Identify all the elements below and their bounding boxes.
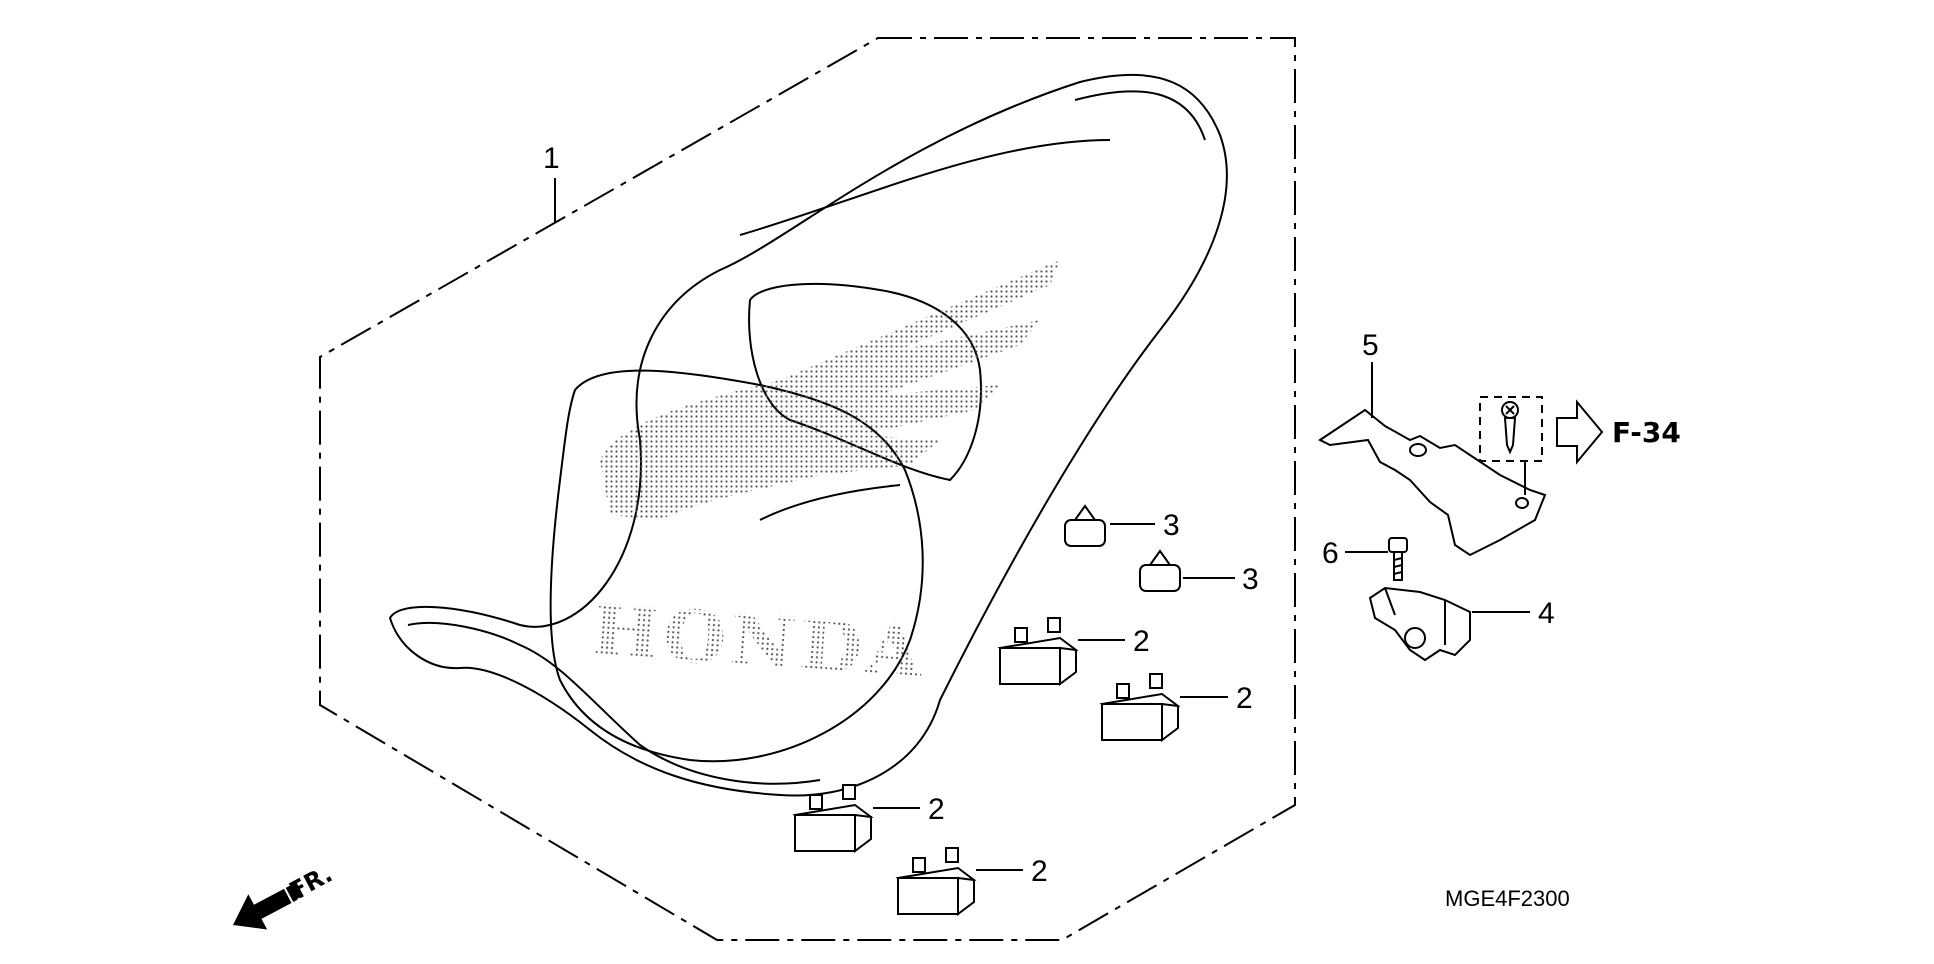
callout-2-d: 2 xyxy=(1031,855,1048,888)
callout-3-lower: 3 xyxy=(1242,563,1259,596)
screw xyxy=(1501,401,1519,455)
callout-5: 5 xyxy=(1362,329,1379,362)
reference-arrow-icon xyxy=(1556,399,1604,465)
seat-lock-4 xyxy=(1368,586,1471,662)
bolt-6 xyxy=(1388,537,1408,581)
callout-3-upper: 3 xyxy=(1163,509,1180,542)
bracket-5 xyxy=(1318,408,1547,557)
callout-4: 4 xyxy=(1538,597,1555,630)
screw-reference-box xyxy=(1479,396,1543,462)
section-reference: F-34 xyxy=(1612,416,1681,449)
rubber-block-2-c xyxy=(792,784,874,853)
front-direction-arrow-icon xyxy=(233,882,304,930)
rubber-block-2-b xyxy=(1099,673,1181,742)
callout-1: 1 xyxy=(543,142,560,175)
assembly-boundary xyxy=(319,37,1296,941)
callout-6: 6 xyxy=(1322,537,1339,570)
wing-logo xyxy=(600,260,1060,520)
drawing-code: MGE4F2300 xyxy=(1445,886,1570,911)
rubber-block-2-a xyxy=(997,617,1079,686)
callout-2-a: 2 xyxy=(1133,625,1150,658)
grommet-3-upper xyxy=(1064,504,1106,547)
grommet-3-lower xyxy=(1139,549,1181,592)
callout-2-b: 2 xyxy=(1236,682,1253,715)
seat-assembly: HONDA xyxy=(388,73,1228,797)
callout-2-c: 2 xyxy=(928,793,945,826)
rubber-block-2-d xyxy=(895,847,977,916)
